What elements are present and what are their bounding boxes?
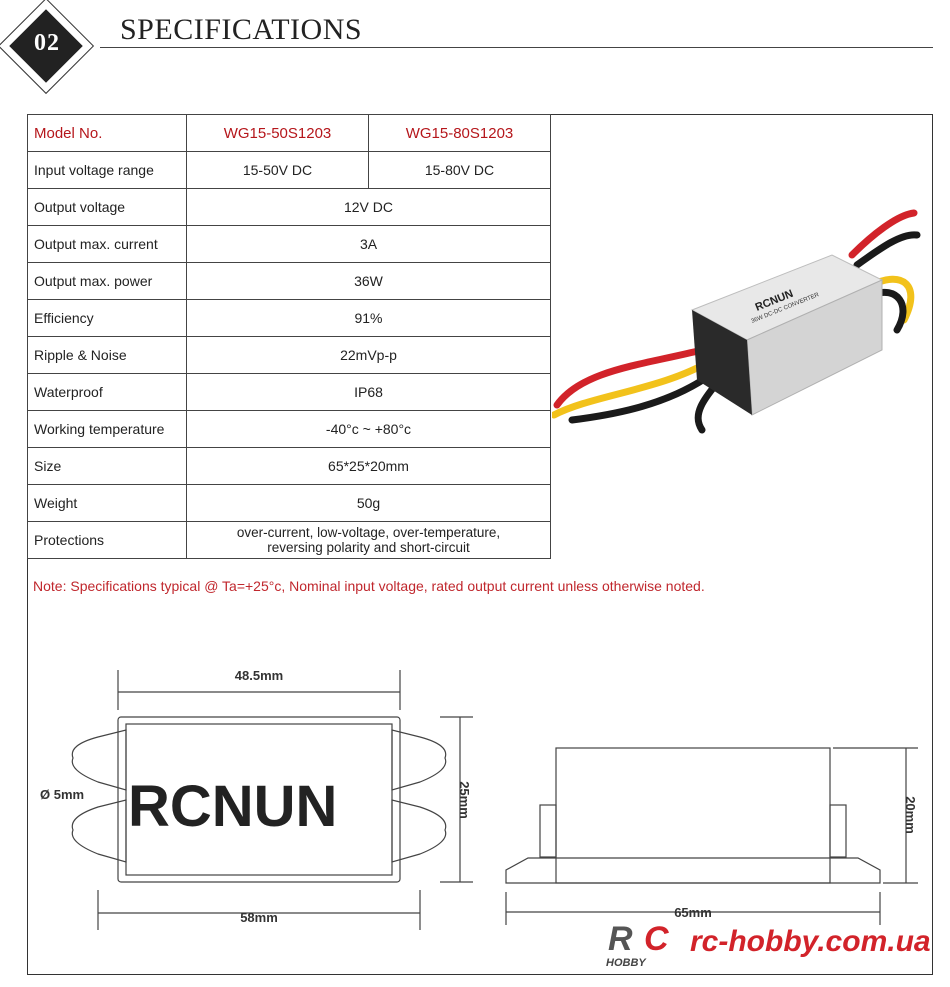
site-url: rc-hobby.com.ua	[690, 925, 931, 958]
side-view-base	[505, 857, 881, 884]
model-1: WG15-50S1203	[186, 114, 369, 152]
row-label: Efficiency	[27, 299, 187, 337]
side-height-label: 20mm	[903, 796, 918, 834]
table-row-model: Model No. WG15-50S1203 WG15-80S1203	[27, 114, 551, 152]
row-label: Weight	[27, 484, 187, 522]
section-header: 02 SPECIFICATIONS	[0, 0, 950, 100]
spec-table: Model No. WG15-50S1203 WG15-80S1203 Inpu…	[27, 114, 551, 559]
product-photo: RCNUN 36W DC-DC CONVERTER	[552, 209, 921, 434]
protections-line-1: over-current, low-voltage, over-temperat…	[236, 525, 501, 540]
dim-bottom-label: 58mm	[240, 910, 278, 925]
row-value: 12V DC	[186, 188, 551, 226]
left-gland-bottom	[71, 799, 127, 863]
title-divider	[100, 47, 933, 48]
drawing-brand: RCNUN	[128, 774, 337, 839]
row-label: Size	[27, 447, 187, 485]
row-value: 22mVp-p	[186, 336, 551, 374]
rc-hobby-logo: R C HOBBY	[606, 920, 669, 969]
top-view-body	[117, 716, 401, 883]
row-value: 36W	[186, 262, 551, 300]
input-1: 15-50V DC	[186, 151, 369, 189]
logo-hobby: HOBBY	[606, 957, 647, 969]
row-label: Output voltage	[27, 188, 187, 226]
logo-letter-r: R	[608, 920, 633, 958]
wire-black-top	[853, 231, 921, 269]
row-label: Working temperature	[27, 410, 187, 448]
side-gland-left	[539, 804, 557, 858]
protections-value: over-current, low-voltage, over-temperat…	[186, 521, 551, 559]
row-label: Ripple & Noise	[27, 336, 187, 374]
section-title: SPECIFICATIONS	[120, 13, 363, 46]
spec-note: Note: Specifications typical @ Ta=+25°c,…	[33, 578, 705, 594]
row-value: 3A	[186, 225, 551, 263]
row-value: 50g	[186, 484, 551, 522]
dim-top-label: 48.5mm	[235, 668, 283, 683]
section-number: 02	[34, 30, 60, 56]
right-gland-top	[391, 729, 447, 791]
row-value: -40°c ~ +80°c	[186, 410, 551, 448]
side-gland-right	[829, 804, 847, 858]
logo-letter-c: C	[644, 920, 669, 958]
row-label: Waterproof	[27, 373, 187, 411]
input-2: 15-80V DC	[368, 151, 551, 189]
model-2: WG15-80S1203	[368, 114, 551, 152]
row-value: 65*25*20mm	[186, 447, 551, 485]
row-value: IP68	[186, 373, 551, 411]
row-value: 91%	[186, 299, 551, 337]
dimension-drawing: RCNUN 48.5mm 58mm Ø 5mm 25mm 65mm 20mm	[40, 668, 918, 930]
converter-end-cap	[692, 310, 752, 415]
wire-red-top	[848, 209, 918, 259]
model-label: Model No.	[27, 114, 187, 152]
side-view	[505, 747, 918, 925]
protections-label: Protections	[27, 521, 187, 559]
wire-yellow-bottom	[552, 356, 716, 419]
side-view-body	[555, 747, 831, 884]
protections-line-2: reversing polarity and short-circuit	[267, 540, 470, 555]
table-row-protections: Protections over-current, low-voltage, o…	[27, 521, 551, 559]
input-label: Input voltage range	[27, 151, 187, 189]
table-row: Working temperature-40°c ~ +80°c	[27, 410, 551, 448]
left-gland-top	[71, 729, 127, 791]
right-gland-bottom	[391, 799, 447, 863]
row-label: Output max. power	[27, 262, 187, 300]
top-view	[71, 670, 473, 930]
dim-height-label: 25mm	[457, 781, 472, 819]
wire-red-bottom	[553, 346, 706, 409]
table-row-input: Input voltage range 15-50V DC 15-80V DC	[27, 151, 551, 189]
row-label: Output max. current	[27, 225, 187, 263]
dim-diameter-label: Ø 5mm	[40, 787, 84, 802]
side-length-label: 65mm	[674, 905, 712, 920]
